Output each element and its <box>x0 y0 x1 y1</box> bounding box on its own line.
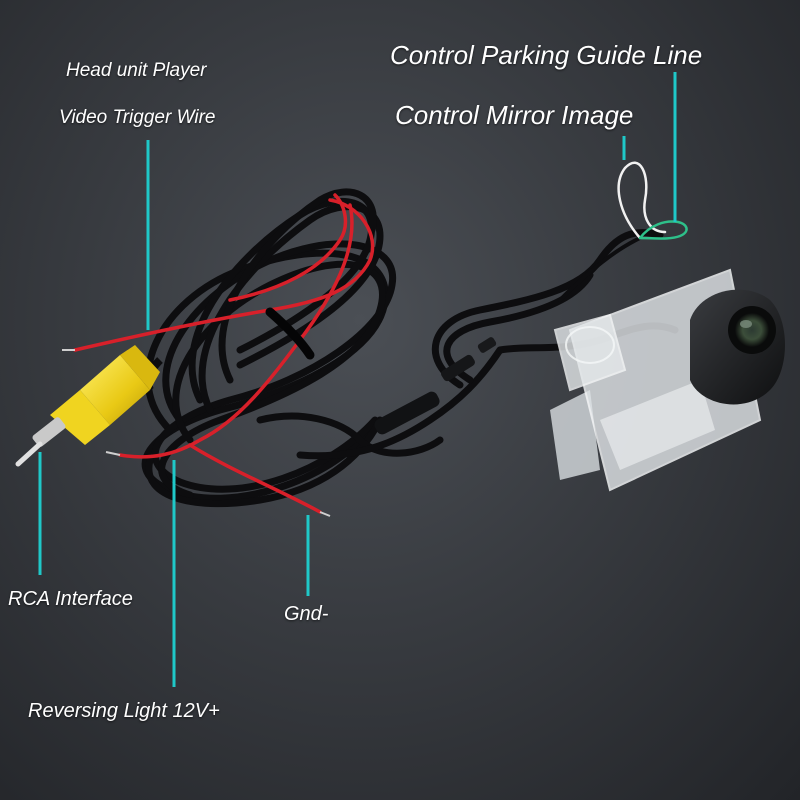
inline-connector <box>374 337 497 435</box>
label-rca-interface: RCA Interface <box>8 588 133 610</box>
cable-tie <box>265 307 315 360</box>
leader-lines <box>38 72 677 687</box>
label-head-unit: Head unit Player <box>66 60 207 81</box>
cable-coil <box>141 188 679 508</box>
bare-wire-tips <box>62 349 331 517</box>
rca-plug <box>15 345 163 467</box>
label-video-trigger: Video Trigger Wire <box>59 107 216 128</box>
red-wires <box>73 193 375 514</box>
camera-head <box>690 289 785 405</box>
label-mirror-image: Control Mirror Image <box>395 100 634 130</box>
label-gnd: Gnd- <box>284 603 329 625</box>
label-reversing: Reversing Light 12V+ <box>28 700 220 722</box>
control-wire-loop <box>617 161 688 240</box>
label-parking-guide: Control Parking Guide Line <box>390 40 703 70</box>
